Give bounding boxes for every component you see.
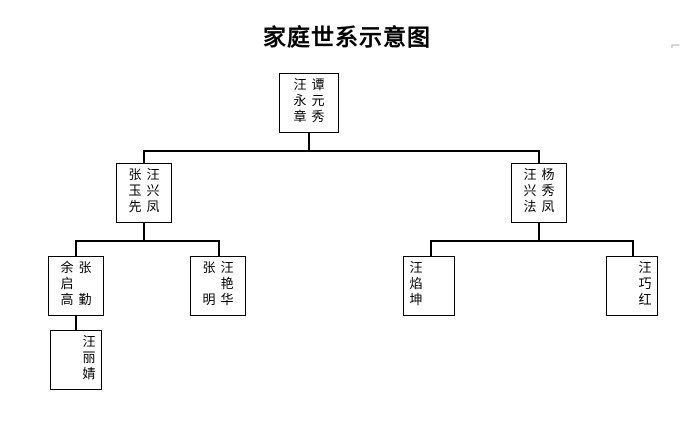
name-char: 谭 xyxy=(311,78,325,93)
name-column: 张玉先 xyxy=(126,168,144,216)
node-gen3-a: 余启高张口勤 xyxy=(48,256,104,316)
name-column: 谭元秀 xyxy=(309,78,327,126)
name-char: 兴 xyxy=(523,184,537,199)
connector-right-drop-d xyxy=(632,240,634,257)
name-char: 兴 xyxy=(146,184,160,199)
name-column: 余启高 xyxy=(58,261,76,309)
connector-right-drop-c xyxy=(430,240,432,257)
name-char: 巧 xyxy=(638,277,652,292)
name-column: 汪丽婧 xyxy=(80,335,98,383)
name-char: 勤 xyxy=(78,293,92,308)
name-char: 汪 xyxy=(146,168,160,183)
name-char: 丽 xyxy=(82,351,96,366)
connector-gen2-left-drop xyxy=(143,150,145,163)
name-char-blank: 口 xyxy=(78,277,91,293)
name-column: 杨秀凤 xyxy=(539,168,557,216)
connector-left-subtree-bus xyxy=(75,240,218,242)
node-gen3-c: 汪焰坤 xyxy=(403,256,455,316)
name-char: 张 xyxy=(78,261,92,276)
name-char: 玉 xyxy=(128,184,142,199)
connector-left-drop-b xyxy=(218,240,220,257)
name-column: 汪兴凤 xyxy=(144,168,162,216)
node-gen2-left: 张玉先汪兴凤 xyxy=(116,163,172,223)
connector-gen2-right-drop xyxy=(538,150,540,163)
name-char: 秀 xyxy=(311,110,325,125)
name-char: 汪 xyxy=(293,78,307,93)
page-title: 家庭世系示意图 xyxy=(263,24,431,51)
connector-root-stem xyxy=(308,133,310,150)
connector-left-drop-a xyxy=(75,240,77,257)
name-char: 张 xyxy=(202,261,216,276)
name-char: 启 xyxy=(60,277,74,292)
name-column: 汪焰坤 xyxy=(407,261,425,309)
name-column: 张口勤 xyxy=(76,261,94,309)
node-gen2-right: 汪兴法杨秀凤 xyxy=(511,163,567,223)
name-char: 凤 xyxy=(541,200,555,215)
name-char: 高 xyxy=(60,293,74,308)
name-column: 汪兴法 xyxy=(521,168,539,216)
connector-gen4-stem xyxy=(75,316,77,331)
name-char: 红 xyxy=(638,293,652,308)
name-char: 坤 xyxy=(409,293,423,308)
name-char: 汪 xyxy=(409,261,423,276)
name-column: 汪巧红 xyxy=(636,261,654,309)
name-char-blank: 口 xyxy=(202,277,215,293)
node-root: 汪永章谭元秀 xyxy=(279,73,339,133)
name-column: 张口明 xyxy=(200,261,218,309)
name-char: 汪 xyxy=(220,261,234,276)
node-gen3-b: 张口明汪艳华 xyxy=(190,256,246,316)
name-char: 凤 xyxy=(146,200,160,215)
name-column: 汪永章 xyxy=(291,78,309,126)
name-char: 余 xyxy=(60,261,74,276)
name-char: 张 xyxy=(128,168,142,183)
name-char: 华 xyxy=(220,293,234,308)
name-column: 汪艳华 xyxy=(218,261,236,309)
name-char: 明 xyxy=(202,293,216,308)
node-gen3-d: 汪巧红 xyxy=(606,256,658,316)
name-char: 杨 xyxy=(541,168,555,183)
name-char: 焰 xyxy=(409,277,423,292)
connector-gen2-right-stem xyxy=(538,223,540,240)
name-char: 章 xyxy=(293,110,307,125)
name-char: 婧 xyxy=(82,367,96,382)
name-char: 汪 xyxy=(82,335,96,350)
name-char: 先 xyxy=(128,200,142,215)
node-gen4-a: 汪丽婧 xyxy=(50,330,102,390)
connector-generation2-bus xyxy=(143,150,539,152)
name-char: 秀 xyxy=(541,184,555,199)
cursor-artifact: ⌐ xyxy=(670,39,681,54)
name-char: 汪 xyxy=(523,168,537,183)
name-char: 艳 xyxy=(220,277,234,292)
connector-gen2-left-stem xyxy=(143,223,145,240)
name-char: 元 xyxy=(311,94,325,109)
connector-right-subtree-bus xyxy=(430,240,632,242)
name-char: 永 xyxy=(293,94,307,109)
name-char: 法 xyxy=(523,200,537,215)
name-char: 汪 xyxy=(638,261,652,276)
